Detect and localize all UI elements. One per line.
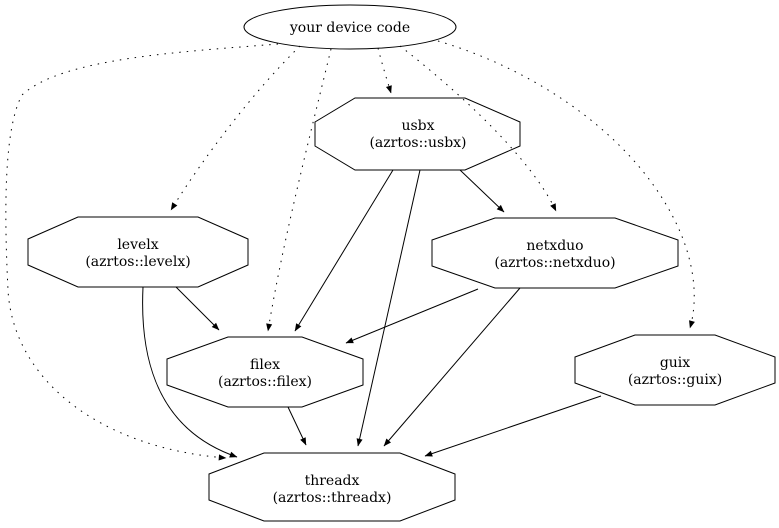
node-usbx-sublabel: (azrtos::usbx): [369, 135, 466, 151]
edge-usbx-to-filex: [294, 169, 394, 332]
node-threadx: threadx (azrtos::threadx): [208, 452, 456, 522]
node-levelx-shape: [27, 216, 249, 288]
node-threadx-shape: [208, 452, 456, 522]
node-threadx-label: threadx: [305, 473, 360, 489]
edge-levelx-to-filex: [175, 286, 220, 331]
node-usbx: usbx (azrtos::usbx): [314, 97, 521, 171]
node-levelx-label: levelx: [117, 237, 158, 253]
node-levelx: levelx (azrtos::levelx): [27, 216, 249, 288]
edges: [5, 40, 695, 461]
node-filex-label: filex: [250, 357, 280, 373]
edge-filex-to-threadx: [287, 406, 307, 446]
node-filex: filex (azrtos::filex): [166, 336, 364, 408]
node-guix-shape: [574, 334, 776, 406]
edge-netxduo-to-threadx: [383, 287, 521, 447]
node-usbx-label: usbx: [401, 118, 434, 134]
edge-device-to-guix: [437, 40, 695, 329]
node-usbx-shape: [314, 97, 521, 171]
node-netxduo-sublabel: (azrtos::netxduo): [494, 255, 615, 271]
node-netxduo-shape: [431, 217, 679, 289]
edge-usbx-to-threadx: [356, 169, 421, 447]
edge-levelx-to-threadx: [142, 286, 238, 458]
edge-device-to-levelx: [170, 45, 301, 211]
edge-guix-to-threadx: [424, 395, 602, 457]
node-device-shape: [243, 4, 457, 50]
node-threadx-sublabel: (azrtos::threadx): [273, 490, 392, 506]
edge-netxduo-to-filex: [345, 288, 479, 344]
edge-device-to-usbx: [377, 47, 392, 94]
edge-device-to-filex: [266, 48, 332, 332]
edge-usbx-to-netxduo: [459, 169, 505, 213]
edge-device-to-netxduo: [399, 45, 557, 212]
node-filex-shape: [166, 336, 364, 408]
node-netxduo: netxduo (azrtos::netxduo): [431, 217, 679, 289]
node-device: your device code: [243, 4, 457, 50]
node-guix-sublabel: (azrtos::guix): [628, 372, 722, 388]
edge-device-to-threadx: [5, 43, 279, 461]
node-filex-sublabel: (azrtos::filex): [218, 374, 312, 390]
node-levelx-sublabel: (azrtos::levelx): [85, 254, 190, 270]
node-device-label: your device code: [289, 20, 410, 36]
node-netxduo-label: netxduo: [526, 238, 583, 254]
node-guix-label: guix: [660, 355, 690, 371]
node-guix: guix (azrtos::guix): [574, 334, 776, 406]
